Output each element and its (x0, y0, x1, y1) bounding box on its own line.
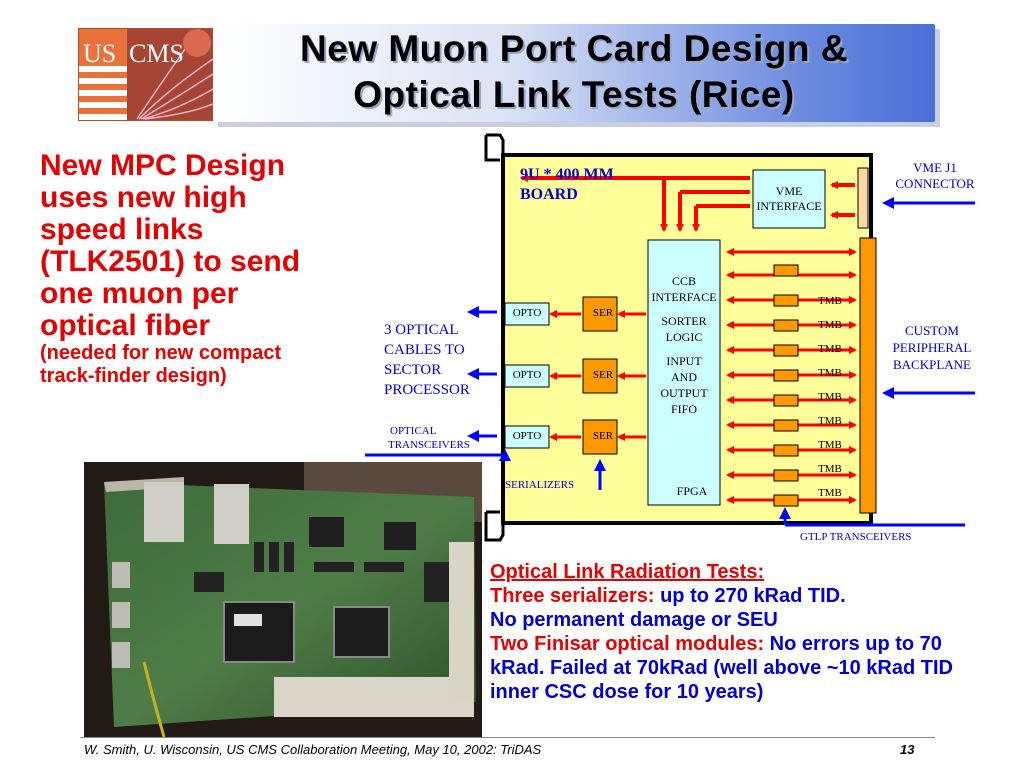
fpga-line-input: INPUT (666, 354, 702, 368)
logo-text-cms: CMS (129, 39, 184, 68)
gtlp-transceiver-chip (773, 294, 799, 307)
fpga-line-ccb: CCB (671, 274, 696, 288)
gtlp-transceiver-chip (773, 319, 799, 332)
optical-cables-line-2: CABLES TO (384, 342, 465, 358)
vme-j1-label: VME J1 CONNECTOR (880, 160, 990, 192)
fpga-line-and: AND (671, 370, 697, 384)
gtlp-transceivers-label: GTLP TRANSCEIVERS (800, 531, 912, 543)
ser-label-1: SER (592, 307, 614, 319)
logo-text-us: US (83, 39, 117, 68)
opto-label-3: OPTO (512, 430, 542, 442)
optical-transceivers-line-2: TRANSCEIVERS (388, 439, 470, 451)
vme-j1-line-2: CONNECTOR (895, 176, 975, 191)
finisar-result-value: No errors up to 70 kRad. Failed at 70kRa… (490, 633, 953, 703)
serializer-box (582, 419, 618, 455)
gtlp-transceiver-chip (773, 444, 799, 457)
serializers-label: SERIALIZERS (505, 479, 575, 491)
main-line-4: (TLK2501) to send (40, 245, 301, 278)
gtlp-transceiver-chip (773, 469, 799, 482)
external-arrows (365, 197, 975, 527)
serializers-result-value: up to 270 kRad TID. (654, 585, 846, 607)
ser-label-3: SER (592, 430, 614, 442)
fpga-function-label: CCB INTERFACE SORTER LOGIC INPUT AND OUT… (640, 273, 728, 417)
mpc-block-diagram (365, 133, 975, 542)
footer-citation: W. Smith, U. Wisconsin, US CMS Collabora… (84, 742, 542, 757)
fpga-line-interface: INTERFACE (651, 290, 717, 304)
backplane-connector (859, 237, 877, 514)
page-number: 13 (900, 742, 915, 757)
serializer-box (582, 296, 618, 332)
vme-j1-connector (857, 167, 869, 229)
vme-j1-line-1: VME J1 (913, 160, 957, 175)
gtlp-transceiver-chip (773, 369, 799, 382)
vme-interface-line-1: VME (775, 184, 803, 198)
main-line-1: New MPC Design (40, 149, 286, 182)
fpga-box (647, 239, 721, 506)
tmb-label: TMB (818, 487, 842, 499)
ser-label-2: SER (592, 369, 614, 381)
gtlp-transceiver-chip (773, 419, 799, 432)
title-line-2: Optical Link Tests (Rice) (353, 74, 795, 115)
vme-interface-line-2: INTERFACE (756, 199, 822, 213)
opto-label-2: OPTO (512, 369, 542, 381)
left-description: New MPC Design uses new high speed links… (40, 150, 370, 388)
tmb-label: TMB (818, 439, 842, 451)
tmb-rows (726, 248, 857, 507)
gtlp-transceiver-chip (773, 264, 799, 277)
finisar-result-label: Two Finisar optical modules: (490, 633, 765, 655)
optical-cables-label: 3 OPTICAL CABLES TO SECTOR PROCESSOR (384, 320, 470, 400)
optical-transceivers-line-1: OPTICAL (390, 425, 437, 437)
opto-label-1: OPTO (512, 307, 542, 319)
backplane-line-1: CUSTOM (905, 323, 959, 338)
custom-backplane-label: CUSTOM PERIPHERAL BACKPLANE (876, 322, 988, 373)
tmb-label: TMB (818, 295, 842, 307)
optical-cables-line-1: 3 OPTICAL (384, 322, 459, 338)
main-line-6: optical fiber (40, 309, 211, 342)
footer-rule (80, 737, 935, 738)
tmb-label: TMB (818, 391, 842, 403)
backplane-line-2: PERIPHERAL (892, 340, 972, 355)
fpga-line-logic: LOGIC (665, 330, 703, 344)
fpga-line-sorter: SORTER (661, 314, 707, 328)
optical-cables-line-3: SECTOR (384, 362, 442, 378)
gtlp-transceiver-chip (773, 494, 799, 507)
optical-cables-line-4: PROCESSOR (384, 382, 470, 398)
backplane-line-3: BACKPLANE (892, 357, 971, 372)
vme-interface-label: VME INTERFACE (745, 184, 833, 214)
main-line-3: speed links (40, 213, 204, 246)
board-label-line-2: BOARD (520, 186, 578, 203)
serializers-result-label: Three serializers: (490, 585, 655, 607)
tmb-label: TMB (818, 463, 842, 475)
mpc-board-photo (84, 462, 482, 737)
title-banner: New Muon Port Card Design & Optical Link… (213, 24, 935, 122)
us-cms-logo: US CMS (78, 28, 214, 121)
serializers-result-line-2: No permanent damage or SEU (490, 609, 778, 631)
tmb-label: TMB (818, 367, 842, 379)
title-line-1: New Muon Port Card Design & (300, 28, 848, 69)
gtlp-transceiver-chip (773, 344, 799, 357)
gtlp-transceiver-chip (773, 394, 799, 407)
tmb-label: TMB (818, 415, 842, 427)
fpga-line-output: OUTPUT (660, 386, 708, 400)
radiation-heading: Optical Link Radiation Tests: (490, 561, 765, 583)
board-label: 9U * 400 MM BOARD (520, 165, 614, 205)
vme-interface-box (752, 169, 826, 229)
main-line-2: uses new high (40, 181, 247, 214)
optical-transceivers-label: OPTICAL TRANSCEIVERS (388, 424, 470, 452)
radiation-tests-text: Optical Link Radiation Tests: Three seri… (490, 560, 990, 704)
serializer-box (582, 358, 618, 394)
fpga-label: FPGA (676, 484, 708, 498)
sub-line-1: (needed for new compact (40, 342, 282, 364)
main-line-5: one muon per (40, 277, 239, 310)
opto-ser-rows (504, 296, 646, 455)
vme-bus-arrows (520, 174, 855, 232)
fpga-line-fifo: FIFO (670, 402, 697, 416)
board-label-line-1: 9U * 400 MM (520, 166, 614, 183)
sub-line-2: track-finder design) (40, 365, 227, 387)
tmb-label: TMB (818, 319, 842, 331)
tmb-label: TMB (818, 343, 842, 355)
